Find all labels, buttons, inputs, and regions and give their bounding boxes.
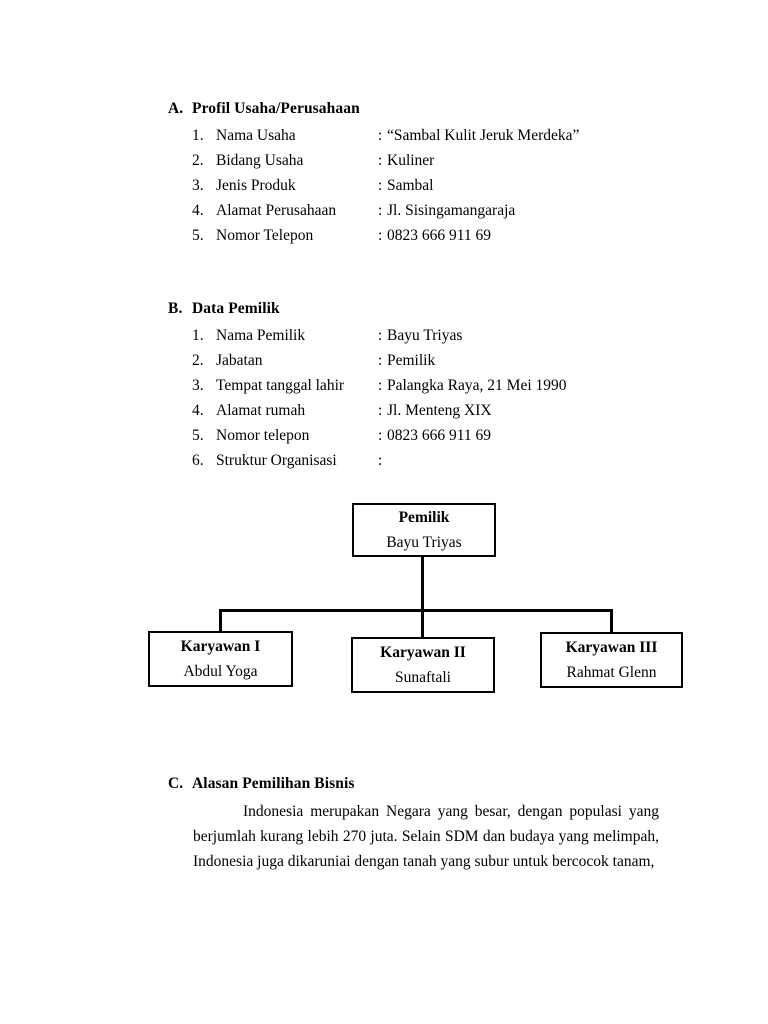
org-node-title: Karyawan III	[565, 639, 658, 657]
org-node-title: Karyawan I	[180, 638, 261, 656]
org-node-karyawan-1[interactable]: Karyawan I Abdul Yoga	[148, 631, 293, 687]
row-label: Alamat Perusahaan	[216, 202, 337, 219]
row-number: 4.	[192, 402, 204, 419]
org-node-person: Bayu Triyas	[386, 533, 462, 551]
section-c-paragraph: Indonesia merupakan Negara yang besar, d…	[193, 803, 659, 870]
row-number: 2.	[192, 152, 204, 169]
org-node-person: Abdul Yoga	[183, 662, 258, 680]
section-a-title: Profil Usaha/Perusahaan	[192, 100, 360, 117]
row-label: Bidang Usaha	[216, 152, 304, 169]
row-number: 5.	[192, 427, 204, 444]
row-number: 2.	[192, 352, 204, 369]
section-b-title: Data Pemilik	[192, 300, 280, 317]
row-label: Nama Usaha	[216, 127, 296, 144]
org-node-pemilik[interactable]: Pemilik Bayu Triyas	[352, 503, 496, 557]
row-label: Nomor Telepon	[216, 227, 314, 244]
org-node-person: Sunaftali	[395, 668, 451, 686]
org-connector-horizontal	[219, 609, 613, 612]
section-data-pemilik: B. Data Pemilik 1. Nama Pemilik : Bayu T…	[168, 300, 668, 477]
row-number: 4.	[192, 202, 204, 219]
section-b-letter: B.	[168, 300, 183, 317]
row-colon: :	[378, 127, 383, 144]
org-node-title: Pemilik	[398, 509, 450, 527]
row-value: Sambal	[387, 177, 434, 194]
row-colon: :	[378, 227, 383, 244]
row-label: Nama Pemilik	[216, 327, 306, 344]
list-item: 2. Bidang Usaha : Kuliner	[168, 152, 668, 177]
data-pemilik-list: 1. Nama Pemilik : Bayu Triyas 2. Jabatan…	[168, 327, 668, 477]
row-value: “Sambal Kulit Jeruk Merdeka”	[387, 127, 580, 144]
row-colon: :	[378, 427, 383, 444]
row-value: Jl. Menteng XIX	[387, 402, 492, 419]
row-value: Bayu Triyas	[387, 327, 463, 344]
row-number: 1.	[192, 327, 204, 344]
list-item: 1. Nama Usaha : “Sambal Kulit Jeruk Merd…	[168, 127, 668, 152]
list-item: 5. Nomor telepon : 0823 666 911 69	[168, 427, 668, 452]
row-value: Pemilik	[387, 352, 436, 369]
org-node-karyawan-2[interactable]: Karyawan II Sunaftali	[351, 637, 495, 693]
row-colon: :	[378, 452, 383, 469]
row-value: Palangka Raya, 21 Mei 1990	[387, 377, 567, 394]
row-number: 3.	[192, 177, 204, 194]
section-alasan-pemilihan-bisnis: C. Alasan Pemilihan Bisnis	[168, 775, 668, 793]
row-value: Kuliner	[387, 152, 435, 169]
row-number: 3.	[192, 377, 204, 394]
section-b-heading: B. Data Pemilik	[168, 300, 668, 318]
list-item: 3. Tempat tanggal lahir : Palangka Raya,…	[168, 377, 668, 402]
row-number: 6.	[192, 452, 204, 469]
row-colon: :	[378, 202, 383, 219]
row-label: Nomor telepon	[216, 427, 310, 444]
org-node-title: Karyawan II	[380, 644, 466, 662]
row-number: 5.	[192, 227, 204, 244]
row-value: 0823 666 911 69	[387, 227, 492, 244]
org-node-karyawan-3[interactable]: Karyawan III Rahmat Glenn	[540, 632, 683, 688]
row-colon: :	[378, 377, 383, 394]
org-connector-vertical-center	[421, 555, 424, 639]
row-value: Jl. Sisingamangaraja	[387, 202, 516, 219]
row-colon: :	[378, 352, 383, 369]
profil-usaha-list: 1. Nama Usaha : “Sambal Kulit Jeruk Merd…	[168, 127, 668, 252]
row-label: Jabatan	[216, 352, 263, 369]
list-item: 5. Nomor Telepon : 0823 666 911 69	[168, 227, 668, 252]
list-item: 3. Jenis Produk : Sambal	[168, 177, 668, 202]
row-label: Tempat tanggal lahir	[216, 377, 345, 394]
list-item: 4. Alamat Perusahaan : Jl. Sisingamangar…	[168, 202, 668, 227]
org-connector-vertical-left	[219, 609, 222, 633]
org-node-person: Rahmat Glenn	[566, 663, 657, 681]
row-colon: :	[378, 327, 383, 344]
row-colon: :	[378, 152, 383, 169]
list-item: 1. Nama Pemilik : Bayu Triyas	[168, 327, 668, 352]
org-connector-vertical-right	[610, 609, 613, 633]
section-c-title: Alasan Pemilihan Bisnis	[192, 775, 355, 792]
section-c-letter: C.	[168, 775, 184, 792]
row-colon: :	[378, 177, 383, 194]
list-item: 4. Alamat rumah : Jl. Menteng XIX	[168, 402, 668, 427]
section-profil-usaha: A. Profil Usaha/Perusahaan 1. Nama Usaha…	[168, 100, 668, 252]
row-number: 1.	[192, 127, 204, 144]
section-a-heading: A. Profil Usaha/Perusahaan	[168, 100, 668, 118]
row-label: Jenis Produk	[216, 177, 296, 194]
row-value: 0823 666 911 69	[387, 427, 492, 444]
list-item: 6. Struktur Organisasi :	[168, 452, 668, 477]
row-label: Struktur Organisasi	[216, 452, 337, 469]
section-c-heading: C. Alasan Pemilihan Bisnis	[168, 775, 668, 793]
row-label: Alamat rumah	[216, 402, 306, 419]
section-a-letter: A.	[168, 100, 184, 117]
list-item: 2. Jabatan : Pemilik	[168, 352, 668, 377]
row-colon: :	[378, 402, 383, 419]
